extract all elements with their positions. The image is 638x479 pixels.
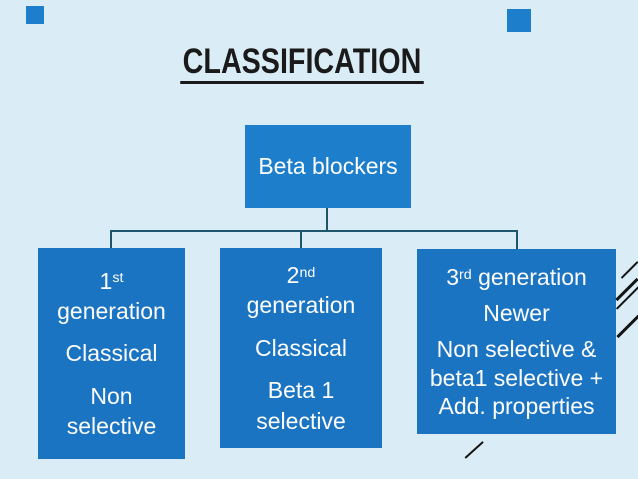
superscript: rd: [459, 266, 472, 283]
text-segment: Classical: [65, 340, 158, 367]
connector-stub-1st: [110, 230, 112, 249]
box-paragraph: 3rd generation: [446, 263, 587, 291]
box-line: Non: [67, 381, 156, 411]
box-line: Classical: [255, 333, 347, 363]
diagonal-pen-stroke-icon: [616, 314, 638, 339]
box-line: 3rd generation: [446, 263, 587, 291]
box-paragraph: Classical: [255, 333, 347, 363]
diagonal-pen-stroke-icon: [464, 441, 484, 459]
connector-trunk-horizontal: [110, 230, 518, 232]
box-line: 1st: [57, 266, 166, 296]
box-paragraph: Non selective &beta1 selective +Add. pro…: [430, 335, 603, 419]
text-segment: selective: [66, 413, 157, 440]
text-segment: 1: [99, 267, 113, 294]
box-line: Non selective &: [430, 335, 603, 363]
text-segment: generation: [57, 297, 166, 324]
box-paragraph: Beta 1 selective: [256, 375, 345, 436]
box-line: selective: [256, 406, 345, 436]
slide-title: CLASSIFICATION: [180, 43, 424, 85]
text-segment: Add. properties: [438, 392, 595, 419]
connector-stub-3rd: [516, 230, 518, 250]
text-segment: Non: [90, 382, 133, 409]
connector-stub-2nd: [300, 230, 302, 249]
box-line: Beta 1: [256, 375, 345, 405]
box-paragraph: Newer: [483, 299, 549, 327]
superscript: nd: [299, 264, 316, 281]
box-line: 2nd: [247, 260, 356, 290]
root-box-label: Beta blockers: [258, 153, 398, 179]
diagonal-pen-stroke-icon: [620, 261, 638, 279]
superscript: st: [112, 270, 124, 287]
box-paragraph: Non selective: [67, 381, 156, 442]
text-segment: Non selective &: [436, 336, 597, 363]
text-segment: Beta 1: [267, 377, 335, 404]
box-line: selective: [67, 411, 156, 441]
box-paragraph: Classical: [65, 338, 157, 368]
box-line: Add. properties: [430, 392, 603, 420]
text-segment: 2: [286, 262, 300, 289]
box-line: generation: [57, 296, 166, 326]
connector-root-vertical: [326, 208, 328, 232]
text-segment: Classical: [254, 334, 348, 361]
text-segment: generation: [471, 264, 587, 291]
text-segment: Newer: [483, 300, 550, 327]
text-segment: beta1 selective +: [429, 364, 604, 391]
text-segment: selective: [256, 407, 346, 434]
box-line: Newer: [483, 299, 549, 327]
box-line: generation: [247, 290, 356, 320]
corner-square-top-right-icon: [507, 9, 531, 32]
text-segment: generation: [246, 292, 356, 319]
corner-square-top-left-icon: [26, 6, 44, 24]
text-segment: 3: [446, 264, 460, 291]
box-line: beta1 selective +: [430, 364, 603, 392]
box-line: Classical: [65, 338, 157, 368]
root-box-beta-blockers: Beta blockers: [245, 125, 411, 208]
